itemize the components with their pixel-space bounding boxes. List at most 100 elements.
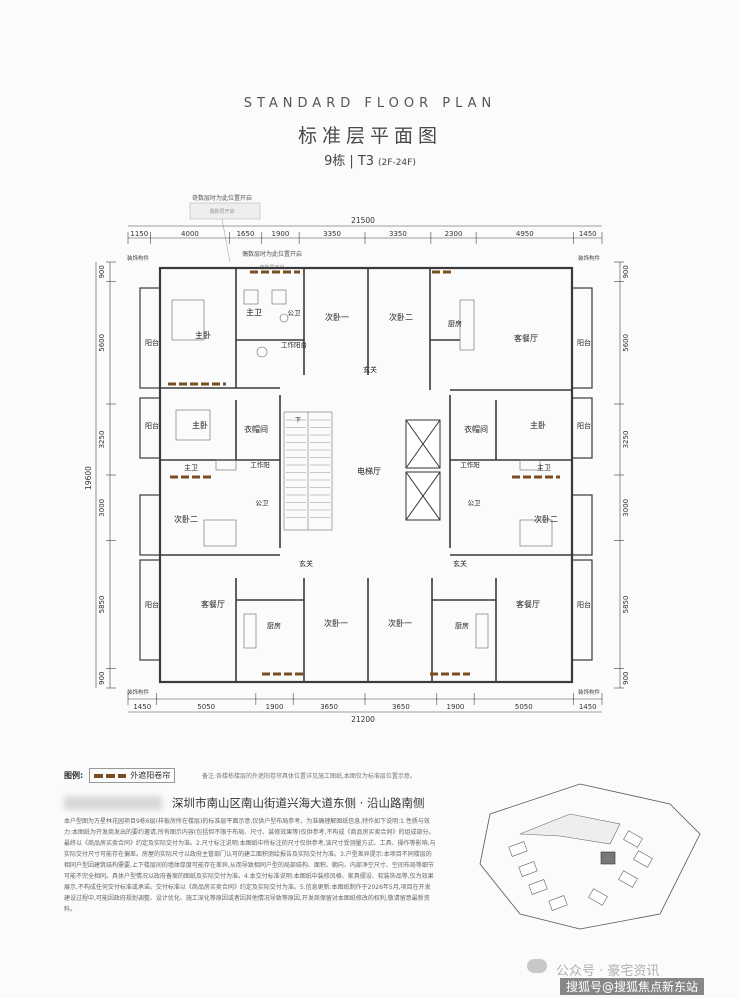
dim-bottom-seg-7: 1450 bbox=[579, 703, 597, 711]
dim-top-seg-3: 1900 bbox=[272, 230, 290, 238]
room-foyer-br: 玄关 bbox=[453, 559, 467, 568]
room-master-bath-right: 主卫 bbox=[537, 463, 551, 472]
room-utility-right: 工作阳 bbox=[460, 460, 480, 469]
dim-right-seg-2: 3250 bbox=[622, 431, 630, 449]
room-bedroom1-br: 次卧一 bbox=[388, 618, 412, 628]
building-label: 9栋 bbox=[324, 154, 346, 169]
inner-walls bbox=[160, 268, 572, 682]
dim-left-seg-3: 3000 bbox=[98, 499, 106, 517]
room-balcony-mr: 阳台 bbox=[577, 421, 591, 430]
dim-bottom-seg-5: 1900 bbox=[447, 703, 465, 711]
dim-right-seg-3: 3000 bbox=[622, 499, 630, 517]
title-chinese: 标准层平面图 bbox=[297, 125, 442, 147]
room-balcony-br: 阳台 bbox=[577, 600, 591, 609]
outer-walls bbox=[139, 266, 593, 684]
dim-left-total: 19600 bbox=[84, 466, 93, 490]
dim-top-seg-6: 2300 bbox=[445, 230, 463, 238]
shade-note-text2: 偶数层时为此位置开启 bbox=[242, 250, 302, 258]
room-balcony-bl: 阳台 bbox=[145, 600, 159, 609]
highlighted-building bbox=[600, 851, 616, 865]
dim-right-seg-0: 900 bbox=[622, 265, 630, 278]
dim-bottom-seg-1: 5050 bbox=[197, 703, 215, 711]
room-bedroom2-left: 次卧二 bbox=[174, 514, 198, 524]
room-living-top: 客餐厅 bbox=[514, 333, 538, 343]
shade-dash-icon bbox=[94, 773, 127, 778]
dim-left-seg-4: 5850 bbox=[98, 596, 106, 614]
dim-top-seg-2: 1650 bbox=[237, 230, 255, 238]
dim-top-seg-7: 4950 bbox=[516, 230, 534, 238]
room-kitchen-bl: 厨房 bbox=[267, 621, 281, 630]
room-master-bedroom-right: 主卧 bbox=[530, 420, 546, 430]
unit-label: T3 bbox=[357, 154, 375, 169]
dim-right-seg-1: 5600 bbox=[622, 334, 630, 352]
floor-plan: 奇数层时为此位置开启 偶数层开启 偶数层时为此位置开启 奇数层开启 21500 … bbox=[84, 194, 630, 724]
room-living-bl: 客餐厅 bbox=[201, 599, 225, 609]
room-kitchen-top: 厨房 bbox=[448, 319, 462, 328]
legend-note: 备注:各楼栋楼层的外遮阳卷帘具体位置详见施工图纸,本图仅为标准层位置示意。 bbox=[202, 773, 416, 780]
room-foyer-bl: 玄关 bbox=[299, 559, 313, 568]
site-plan-map bbox=[479, 783, 701, 930]
dim-top-seg-8: 1450 bbox=[579, 230, 597, 238]
shade-note-text: 奇数层时为此位置开启 bbox=[192, 194, 252, 202]
legend: 图例: 外遮阳卷帘 bbox=[64, 768, 176, 783]
watermark-sohu: 搜狐号@搜狐焦点新东站 bbox=[560, 978, 705, 995]
room-balcony-tr: 阳台 bbox=[577, 338, 591, 347]
stairwell bbox=[283, 411, 333, 531]
room-elevator-hall: 电梯厅 bbox=[357, 466, 381, 476]
room-bedroom2-top: 次卧二 bbox=[389, 312, 413, 322]
room-public-bath-top: 公卫 bbox=[288, 309, 302, 317]
deco-label-tr: 装饰构件 bbox=[578, 254, 601, 262]
room-kitchen-br: 厨房 bbox=[455, 621, 469, 630]
dim-bottom-seg-6: 5050 bbox=[515, 703, 533, 711]
room-bedroom2-right: 次卧二 bbox=[534, 514, 558, 524]
dim-bottom-seg-3: 3650 bbox=[320, 703, 338, 711]
room-utility-left: 工作阳 bbox=[250, 460, 270, 469]
room-balcony-tl: 阳台 bbox=[145, 338, 159, 347]
room-master-bedroom-top: 主卧 bbox=[195, 330, 211, 340]
room-bedroom1-bl: 次卧一 bbox=[324, 618, 348, 628]
shade-blinds bbox=[168, 270, 560, 676]
dim-top-seg-1: 4000 bbox=[181, 230, 199, 238]
legend-item-text: 外遮阳卷帘 bbox=[130, 771, 171, 780]
title-english: STANDARD FLOOR PLAN bbox=[243, 96, 497, 111]
dim-top-total: 21500 bbox=[351, 216, 375, 225]
dim-bottom-seg-2: 1900 bbox=[266, 703, 284, 711]
room-public-bath-right: 公卫 bbox=[468, 499, 482, 507]
room-public-bath-left: 公卫 bbox=[256, 499, 270, 507]
shade-note-sub1: 偶数层开启 bbox=[209, 208, 234, 215]
dim-top-seg-4: 3350 bbox=[323, 230, 341, 238]
subtitle-separator: | bbox=[349, 154, 354, 169]
elevator-shaft-1 bbox=[405, 419, 441, 469]
dim-right-seg-4: 5850 bbox=[622, 596, 630, 614]
room-foyer-top: 玄关 bbox=[363, 365, 377, 374]
subtitle: 9栋|T3(2F-24F) bbox=[0, 150, 740, 169]
dim-left-seg-2: 3250 bbox=[98, 431, 106, 449]
deco-labels: 装饰构件 装饰构件 装饰构件 装饰构件 bbox=[127, 254, 601, 696]
legend-label: 图例: bbox=[64, 771, 84, 780]
dim-bottom-total: 21200 bbox=[351, 715, 375, 724]
room-utility-top: 工作阳台 bbox=[281, 340, 307, 349]
disclaimer: 本户型图为万星林花园项目9栋6层(样板房所在楼层)的标准层平面示意,仅供户型布局… bbox=[64, 818, 436, 913]
wechat-icon bbox=[527, 959, 547, 973]
room-closet-right: 衣帽间 bbox=[464, 424, 488, 434]
dim-top-seg-0: 1150 bbox=[130, 230, 148, 238]
stair-down-label: 下 bbox=[295, 417, 301, 424]
deco-label-tl: 装饰构件 bbox=[127, 254, 150, 262]
legend-item: 外遮阳卷帘 bbox=[89, 768, 176, 783]
room-balcony-ml: 阳台 bbox=[145, 421, 159, 430]
blurred-project-name bbox=[64, 796, 162, 810]
dim-left-seg-1: 5600 bbox=[98, 334, 106, 352]
deco-label-br: 装饰构件 bbox=[578, 688, 601, 696]
floors-label: (2F-24F) bbox=[378, 158, 416, 168]
room-master-bath-top: 主卫 bbox=[246, 307, 262, 317]
room-labels: 主卧 主卫 公卫 工作阳台 次卧一 次卧二 厨房 客餐厅 阳台 阳台 玄关 主卧… bbox=[145, 307, 591, 630]
room-master-bath-left: 主卫 bbox=[184, 463, 198, 472]
room-closet-left: 衣帽间 bbox=[244, 424, 268, 434]
room-master-bedroom-left: 主卧 bbox=[192, 420, 208, 430]
room-living-br: 客餐厅 bbox=[516, 599, 540, 609]
dim-right-seg-5: 900 bbox=[622, 671, 630, 684]
location-text: 深圳市南山区南山街道兴海大道东侧 · 沿山路南侧 bbox=[172, 796, 425, 810]
furniture bbox=[171, 289, 553, 649]
elevator-shaft-2 bbox=[405, 471, 441, 521]
dim-bottom-seg-4: 3650 bbox=[392, 703, 410, 711]
